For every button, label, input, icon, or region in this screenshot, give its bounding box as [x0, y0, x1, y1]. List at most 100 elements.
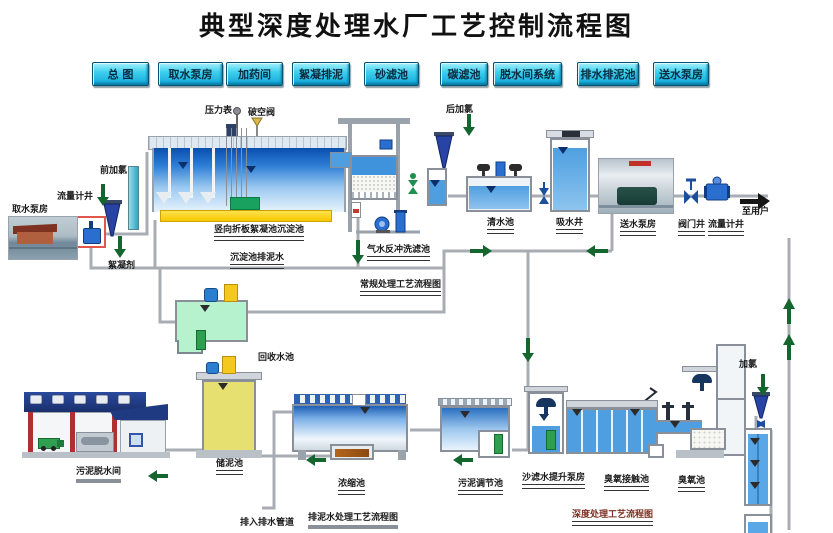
ozone-channel-posts	[662, 402, 694, 420]
label-chlorine-add: 加氯	[739, 360, 758, 370]
suction-well	[550, 138, 590, 212]
annex-window	[129, 433, 143, 447]
thickener-foot	[398, 450, 406, 460]
lift-pump-stem	[544, 407, 548, 416]
label-intake-pump-house: 取水泵房	[12, 205, 49, 215]
clear-water-tank	[466, 176, 532, 212]
nav-button-flocculation[interactable]: 絮凝排泥	[292, 62, 350, 86]
flow-meter-icon	[83, 228, 101, 244]
label-post-chlorine: 后加氯	[446, 105, 474, 115]
label-suction-well: 吸水井	[556, 218, 583, 234]
chlorine-contact-cell	[427, 168, 447, 206]
ozone-base	[676, 450, 724, 458]
water-level-marker	[178, 162, 188, 169]
recycle-mixer-motor	[224, 284, 238, 302]
truck-wheel	[51, 446, 56, 451]
sump-pump	[494, 434, 503, 454]
thickener-foot	[298, 450, 306, 460]
photo-banner	[629, 161, 651, 166]
label-sludge-process: 排泥水处理工艺流程图	[308, 513, 398, 529]
label-sand-lift-pump: 沙滤水提升泵房	[522, 473, 585, 489]
nav-button-overview[interactable]: 总 图	[92, 62, 149, 86]
sludge-collector-block	[230, 197, 260, 210]
dosing-column	[128, 166, 139, 230]
ozone-contact-beam	[566, 400, 658, 408]
flow-meter-stem	[89, 221, 93, 228]
nav-button-dewatering[interactable]: 脱水间系统	[493, 62, 562, 86]
label-vacuum-valve: 破空阀	[248, 108, 276, 118]
lift-green-pump	[546, 430, 556, 450]
label-flow-meter-well-out: 流量计井	[708, 220, 744, 236]
label-flow-meter-well-intake: 流量计井	[57, 192, 94, 202]
water-level-marker	[558, 147, 568, 154]
nav-button-intake-pump[interactable]: 取水泵房	[158, 62, 223, 86]
suction-well-water	[553, 148, 587, 210]
roof-fan	[118, 395, 130, 404]
filter-media	[352, 175, 396, 192]
photo-pumps	[617, 187, 657, 205]
lift-pump-station	[528, 392, 564, 454]
building-base	[22, 452, 170, 458]
photo-waterline	[9, 247, 77, 249]
label-backwash-filter: 气水反冲洗滤池	[367, 245, 430, 261]
ozone-pump-stem	[700, 383, 704, 391]
filter-water	[352, 157, 396, 175]
water-level-marker	[246, 166, 256, 173]
label-sludge-dewatering: 污泥脱水间	[76, 467, 121, 483]
recycle-top-pump	[204, 288, 218, 302]
annex-wall	[120, 420, 166, 454]
nav-button-sand-filter[interactable]: 砂滤池	[364, 62, 419, 86]
ozone-media-bed	[690, 428, 726, 450]
clear-water	[469, 186, 529, 209]
label-ozone-tank: 臭氧池	[678, 476, 705, 492]
sludge-regulating-tank	[440, 406, 510, 452]
water-level-marker	[460, 411, 470, 418]
water-level-marker	[218, 383, 228, 390]
truck-wheel	[41, 446, 46, 451]
ozone-chlorine-injector-icon	[752, 392, 770, 428]
floc-cell-divider	[190, 148, 193, 198]
roof-fan	[52, 395, 64, 404]
belt-press-roller	[81, 437, 109, 445]
label-sediment-drain: 沉淀池排泥水	[230, 253, 284, 269]
nav-button-dosing-room[interactable]: 加药间	[226, 62, 283, 86]
label-clear-water-tank: 清水池	[487, 218, 514, 234]
lift-station-beam	[524, 386, 568, 392]
filter-inlet-channel	[330, 152, 352, 168]
water-level-marker	[750, 482, 760, 489]
hall-column	[70, 412, 75, 454]
roof-fan	[30, 395, 42, 404]
truck-cab	[57, 440, 64, 447]
label-flocculant: 絮凝剂	[108, 261, 136, 271]
intake-pump-house-photo	[8, 216, 78, 260]
belt-press-machine	[76, 432, 114, 452]
backwash-filter-box	[350, 155, 398, 200]
water-level-marker	[750, 460, 760, 467]
recycle-submersible-pump	[196, 330, 206, 350]
storage-mixer-motor	[222, 356, 236, 374]
label-sedimentation-tank: 竖向折板絮凝池沉淀池	[214, 225, 304, 241]
label-thickener: 浓缩池	[338, 479, 365, 495]
nav-button-delivery-pump[interactable]: 送水泵房	[653, 62, 709, 86]
delivery-pump-house-photo	[598, 158, 674, 214]
floc-cell-divider	[212, 148, 215, 198]
filter-surge-box	[351, 202, 361, 218]
label-valve-well: 阀门井	[678, 220, 705, 236]
water-level-marker	[360, 407, 370, 414]
nav-button-carbon-filter[interactable]: 碳滤池	[440, 62, 488, 86]
floc-cell-divider	[168, 148, 171, 198]
page-title: 典型深度处理水厂工艺控制流程图	[198, 12, 634, 42]
recycle-water-tank	[175, 300, 248, 342]
suction-well-hatch	[562, 131, 580, 137]
water-level-marker	[750, 438, 760, 445]
bottom-right-tank	[744, 514, 772, 533]
ozone-pedestal	[648, 444, 664, 458]
label-advanced-process: 深度处理工艺流程图	[572, 510, 653, 526]
lift-pump-icon	[536, 398, 556, 407]
nav-button-drain-tank[interactable]: 排水排泥池	[577, 62, 639, 86]
water-level-marker	[572, 409, 582, 416]
floc-cell-funnel	[156, 192, 172, 204]
label-pre-chlorine: 前加氯	[100, 166, 128, 176]
regulating-sump	[478, 430, 510, 458]
tower-divider	[718, 398, 744, 400]
